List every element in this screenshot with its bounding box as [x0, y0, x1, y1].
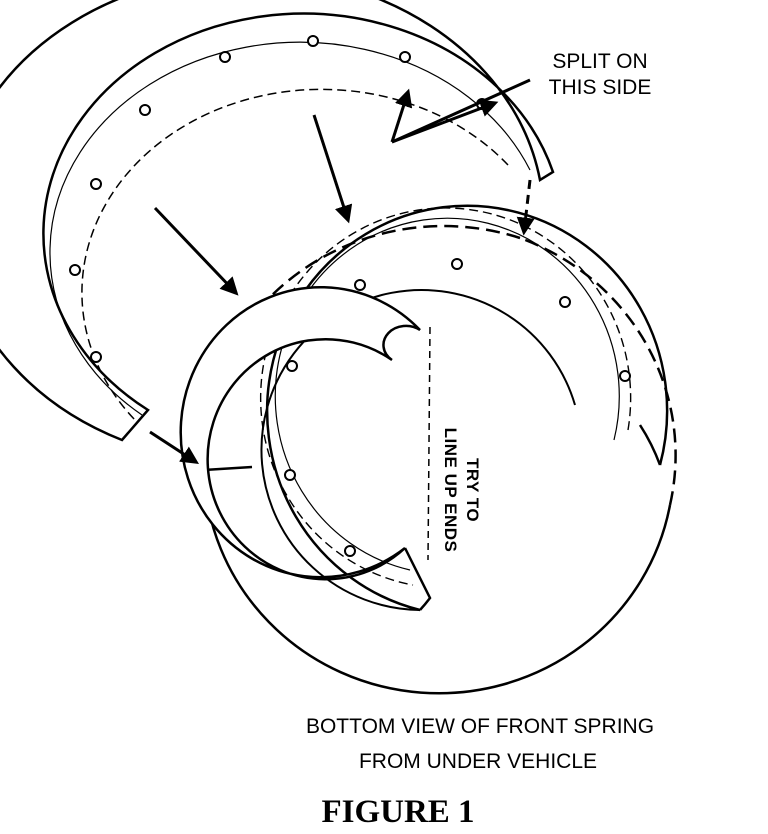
arrow-left — [153, 206, 239, 296]
caption-line1: BOTTOM VIEW OF FRONT SPRING — [306, 715, 654, 738]
caption-line2: FROM UNDER VEHICLE — [359, 750, 597, 773]
upper-spring-insulator — [0, 0, 555, 442]
arrow-bottom-left — [149, 430, 200, 464]
figure-label: FIGURE 1 — [321, 794, 474, 830]
arrow-right — [516, 179, 535, 236]
callout-line1: SPLIT ON — [552, 50, 647, 73]
split-callout-leaders — [390, 78, 531, 144]
lower-coil-holes — [284, 258, 631, 557]
annotation-line1: TRY TO — [463, 458, 482, 522]
lower-spring-coil — [259, 204, 669, 612]
arrow-center — [312, 114, 353, 224]
inner-coil-end — [179, 286, 432, 611]
assembly-arrows — [149, 114, 535, 464]
annotation-line2: LINE UP ENDS — [441, 428, 460, 553]
callout-line2: THIS SIDE — [549, 76, 652, 99]
